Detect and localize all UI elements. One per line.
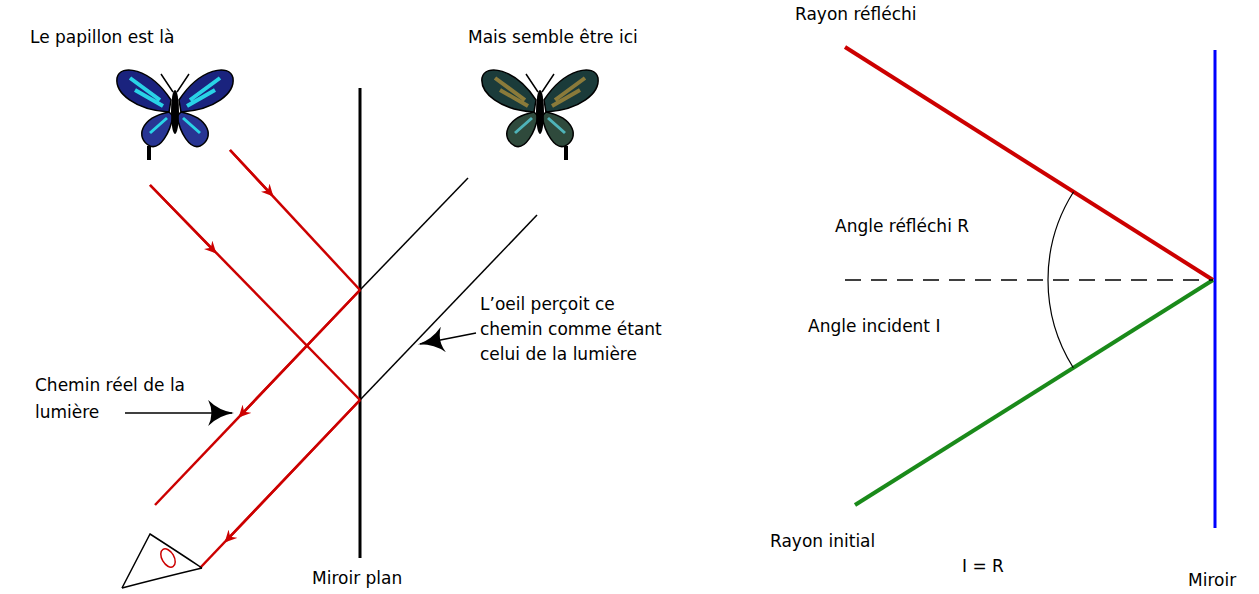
ray-arrow [150,185,215,252]
ray-arrow [240,290,360,416]
ray-arrow [230,150,272,195]
ray-label: Rayon réfléchi [795,3,917,25]
leader-arrow [420,333,476,344]
butterfly-wing [142,112,173,147]
equation-label: I = R [962,555,1004,577]
virtual-ray [360,178,468,290]
butterfly-body [536,90,544,134]
ray-arrow [226,400,360,541]
angle-arc [1048,280,1073,368]
butterfly-wing [507,112,538,147]
angle-label: Angle incident I [808,315,940,337]
incident-ray [230,150,360,290]
plane-mirror [359,88,362,558]
normal-line [845,279,1213,281]
reflected-ray [200,400,360,568]
angle-arc [1048,192,1074,280]
butterfly [482,70,598,160]
butterfly [117,70,233,160]
callout-note: Chemin réel de la lumière [35,372,210,426]
eye-outline [122,568,202,588]
butterfly-wing [542,112,573,147]
butterfly-wing [177,112,208,147]
butterfly-tail [147,146,151,160]
ray-label: Rayon initial [770,530,875,552]
mirror-label: Miroir [1188,569,1236,591]
butterfly-body [171,90,179,134]
butterfly-tail [564,146,568,160]
incident-ray [150,185,360,400]
butterfly-antenna [526,74,554,92]
incident-ray [855,280,1213,505]
mirror-label: Miroir plan [312,567,402,589]
butterfly-antenna [161,74,189,92]
reflected-ray [845,47,1213,280]
mirror [1214,50,1217,528]
reflected-ray [155,290,360,505]
leader-arrow [125,412,232,414]
eye-iris [158,546,178,569]
eye-outline [122,534,202,588]
callout-note: L’oeil perçoit ce chemin comme étant cel… [480,292,670,367]
image-label: Mais semble être ici [468,26,638,48]
angle-label: Angle réfléchi R [835,215,969,237]
eye [122,534,202,588]
object-label: Le papillon est là [30,26,174,48]
